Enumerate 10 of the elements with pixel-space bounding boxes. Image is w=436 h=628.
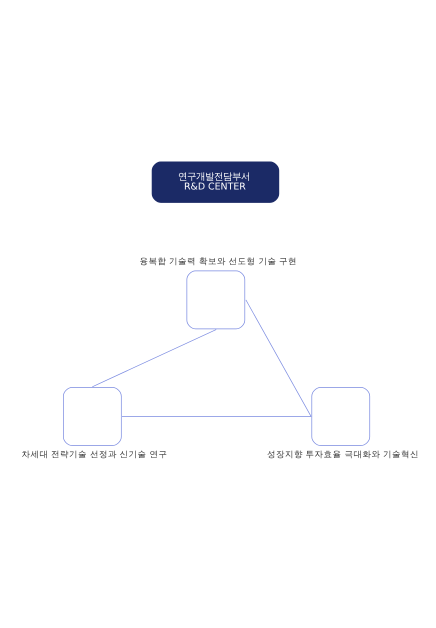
node-box — [63, 387, 122, 446]
connector — [122, 416, 312, 417]
connector — [246, 300, 312, 417]
node-label: 차세대 전략기술 선정과 신기술 연구 — [21, 450, 168, 460]
node-box — [311, 387, 370, 446]
node-box: 연구개발전담부서 R&D CENTER — [152, 162, 280, 203]
node-label: 성장지향 투자효율 극대화와 기술혁신 — [266, 450, 420, 460]
node-box — [186, 270, 246, 330]
node-label: 융복합 기술력 확보와 선도형 기술 구현 — [139, 257, 298, 268]
connector — [92, 329, 217, 388]
